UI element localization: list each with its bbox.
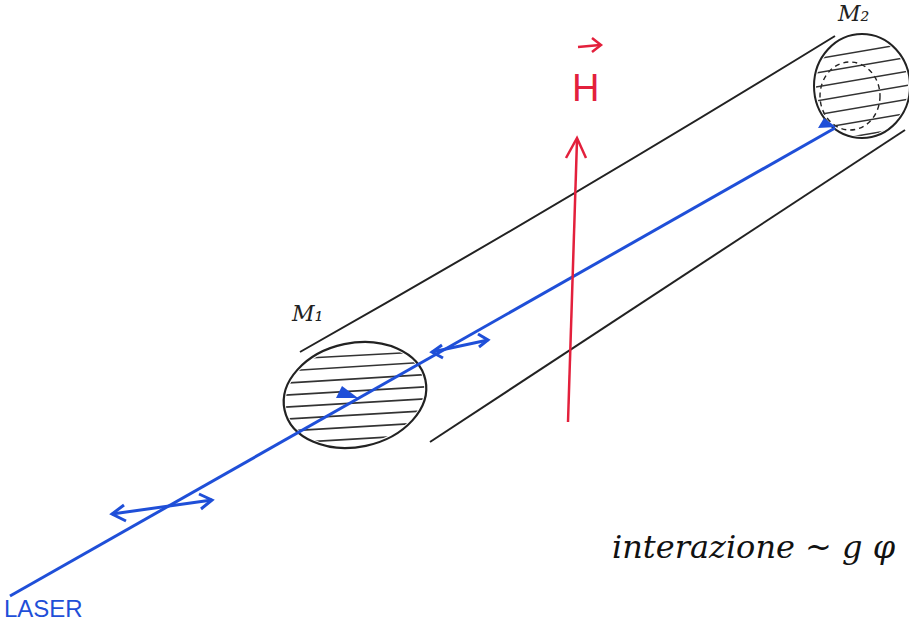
mirror-hatching	[810, 42, 909, 144]
tube-outline	[430, 130, 905, 442]
beam-arrowhead	[818, 118, 836, 128]
field-label: H	[572, 68, 599, 110]
field-arrowhead	[566, 138, 586, 158]
tube-outline	[300, 36, 835, 352]
field-line	[568, 140, 577, 422]
note: interazione ~ g φ	[612, 530, 895, 565]
vector-arrow	[578, 38, 601, 52]
beam-arrowhead	[336, 386, 358, 398]
mirror-label: M₁	[292, 302, 323, 326]
laser-beam	[10, 128, 835, 596]
laser-label: LASER	[4, 596, 83, 622]
polarization-arrow	[112, 334, 488, 521]
mirror	[814, 34, 909, 138]
mirror-label: M₂	[838, 2, 869, 26]
